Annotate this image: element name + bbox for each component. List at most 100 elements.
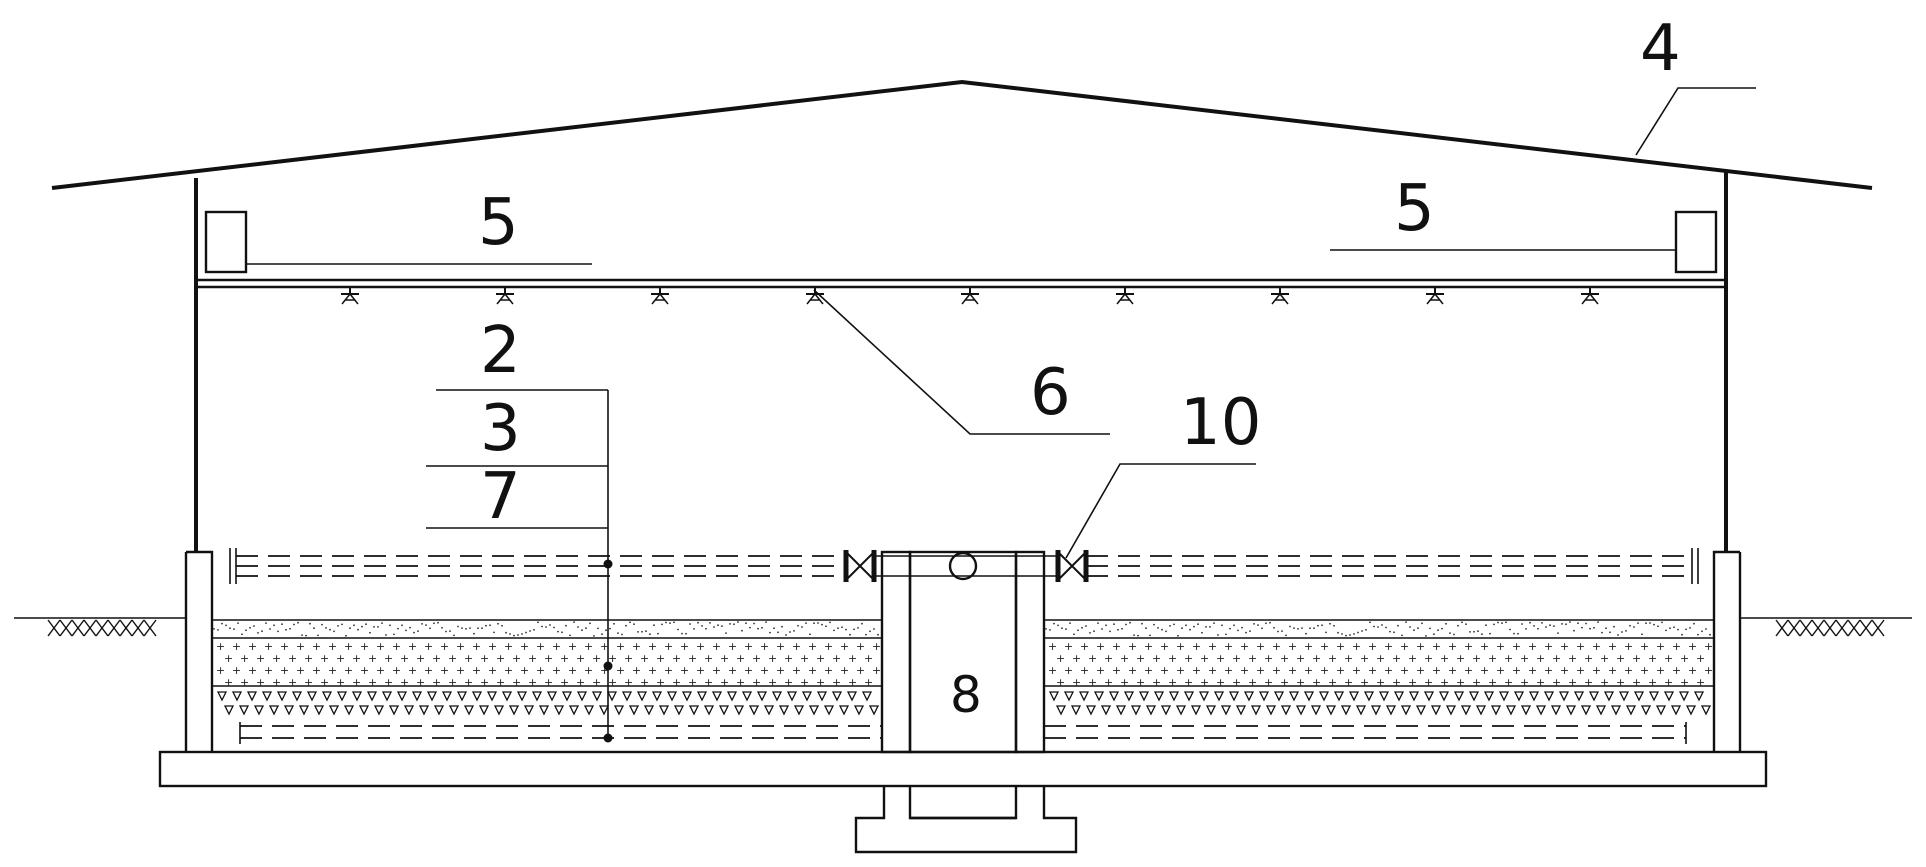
gravel-mark — [486, 691, 498, 702]
gravel-mark — [1490, 705, 1502, 716]
ground-hatch-icon — [47, 619, 157, 637]
sand-dot — [725, 632, 727, 634]
gravel-mark — [1625, 705, 1637, 716]
cross-mark: + — [640, 652, 649, 665]
gravel-mark — [1168, 691, 1180, 702]
cross-mark: + — [832, 676, 841, 689]
cross-mark: + — [1080, 664, 1089, 677]
sand-dot — [1477, 630, 1479, 633]
sand-dot — [837, 627, 839, 630]
gravel-mark — [568, 705, 580, 716]
cross-mark: + — [1568, 652, 1577, 665]
sand-dot — [573, 621, 575, 623]
label-layer-2: 2 — [480, 314, 521, 388]
gravel-mark — [763, 705, 775, 716]
gravel-mark — [696, 691, 708, 702]
gravel-mark — [283, 705, 295, 716]
sand-dot — [1613, 625, 1615, 628]
cross-mark: + — [312, 640, 321, 653]
sand-dot — [1537, 627, 1539, 630]
cross-mark: + — [1544, 664, 1553, 677]
cross-mark: + — [568, 640, 577, 653]
cross-mark: + — [840, 664, 849, 677]
cross-mark: + — [1656, 640, 1665, 653]
cross-mark: + — [1376, 652, 1385, 665]
sand-dot — [1577, 622, 1579, 625]
sand-dot — [825, 625, 827, 628]
sand-dot — [1237, 629, 1239, 632]
cross-mark: + — [336, 676, 345, 689]
cross-mark: + — [512, 676, 521, 689]
sand-dot — [1273, 626, 1275, 629]
gravel-mark — [238, 705, 250, 716]
cross-mark: + — [744, 664, 753, 677]
cross-mark: + — [1048, 664, 1057, 677]
cross-mark: + — [384, 652, 393, 665]
gravel-mark — [1648, 691, 1660, 702]
gravel-mark — [1633, 691, 1645, 702]
sand-dot — [1413, 629, 1415, 632]
sand-dot — [1365, 628, 1367, 631]
sand-dot — [221, 622, 223, 625]
gravel-mark — [1085, 705, 1097, 716]
sand-dot — [273, 624, 275, 627]
sand-dot — [561, 631, 563, 634]
sand-dot — [1673, 626, 1675, 629]
sand-dot — [1397, 624, 1399, 627]
gravel-mark — [1370, 705, 1382, 716]
cross-mark: + — [1112, 664, 1121, 677]
sand-dot — [1513, 632, 1515, 635]
gravel-mark — [1280, 705, 1292, 716]
gravel-mark — [1610, 705, 1622, 716]
gravel-mark — [703, 705, 715, 716]
sand-dot — [605, 629, 607, 632]
gravel-mark — [1663, 691, 1675, 702]
cross-mark: + — [416, 676, 425, 689]
gravel-mark — [793, 705, 805, 716]
cross-mark: + — [1600, 652, 1609, 665]
gravel-mark — [463, 705, 475, 716]
cross-mark: + — [1272, 664, 1281, 677]
cross-mark: + — [480, 676, 489, 689]
sand-dot — [1377, 626, 1379, 628]
sand-dot — [257, 632, 259, 634]
gravel-mark — [523, 705, 535, 716]
cross-mark: + — [664, 664, 673, 677]
sand-dot — [1361, 630, 1363, 632]
sand-dot — [1553, 625, 1555, 627]
sand-dot — [533, 628, 535, 631]
gravel-mark — [1685, 705, 1697, 716]
cross-mark: + — [1704, 640, 1713, 653]
sand-dot — [453, 634, 455, 637]
gravel-mark — [1078, 691, 1090, 702]
sand-dot — [1545, 626, 1547, 628]
sand-dot — [1693, 622, 1695, 625]
cross-mark: + — [760, 640, 769, 653]
cross-mark: + — [632, 664, 641, 677]
sand-dot — [469, 627, 471, 629]
cross-mark: + — [736, 676, 745, 689]
gravel-mark — [718, 705, 730, 716]
sand-dot — [861, 622, 863, 625]
cross-mark: + — [1072, 652, 1081, 665]
sand-dot — [1245, 631, 1247, 634]
gravel-mark — [846, 691, 858, 702]
gravel-mark — [1415, 705, 1427, 716]
sand-dot — [497, 622, 499, 625]
cross-mark: + — [576, 652, 585, 665]
sand-dot — [445, 630, 447, 633]
cross-mark: + — [552, 664, 561, 677]
sand-dot — [237, 622, 239, 624]
sand-dot — [833, 629, 835, 632]
gravel-mark — [291, 691, 303, 702]
sand-dot — [537, 621, 539, 624]
gravel-mark — [1145, 705, 1157, 716]
sand-dot — [1633, 626, 1635, 628]
cross-mark: + — [1616, 676, 1625, 689]
sand-dot — [1269, 621, 1271, 624]
sand-dot — [373, 626, 375, 628]
sand-dot — [429, 627, 431, 630]
gravel-mark — [321, 691, 333, 702]
sand-dot — [1485, 624, 1487, 627]
cross-mark: + — [592, 652, 601, 665]
